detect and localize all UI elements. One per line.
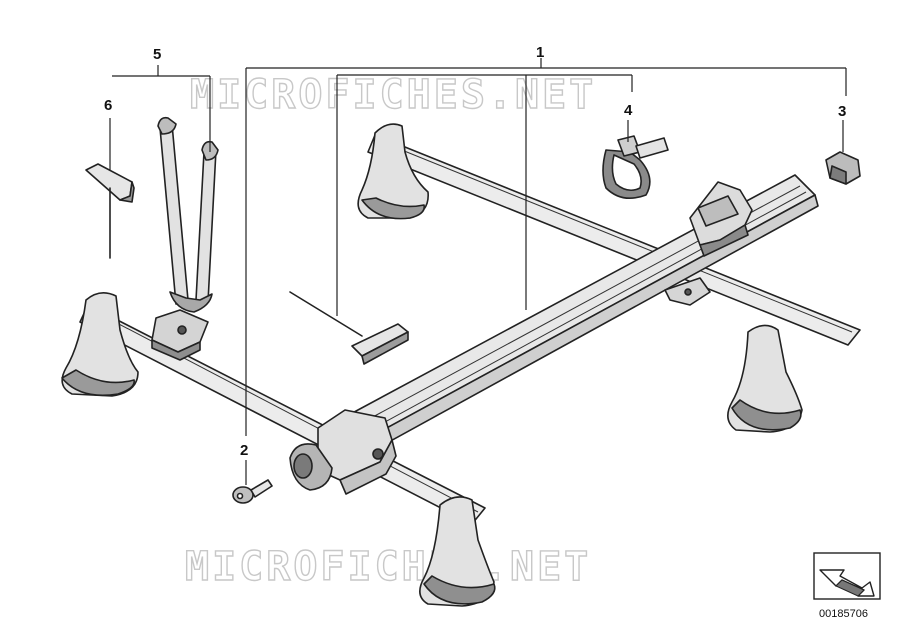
document-number: 00185706 xyxy=(819,608,868,620)
rear-crossbar xyxy=(357,123,861,433)
callout-4: 4 xyxy=(624,102,633,119)
allen-wrench xyxy=(85,163,135,259)
callout-6: 6 xyxy=(104,97,112,114)
arrow-icon xyxy=(819,569,875,597)
callout-5: 5 xyxy=(153,46,161,63)
strap xyxy=(602,135,669,200)
bicycle-carrier xyxy=(289,174,819,495)
callout-2: 2 xyxy=(240,442,248,459)
watermark-bottom: MICROFICHES.NET xyxy=(185,544,591,590)
key xyxy=(232,479,273,504)
frame-holder xyxy=(151,116,219,361)
leader-lines xyxy=(109,58,847,485)
direction-box xyxy=(813,552,881,600)
callout-3: 3 xyxy=(838,103,846,120)
watermark-top: MICROFICHES.NET xyxy=(190,72,596,118)
clip xyxy=(825,151,861,185)
t-handle-wrench xyxy=(289,291,409,365)
callout-1: 1 xyxy=(536,44,544,61)
